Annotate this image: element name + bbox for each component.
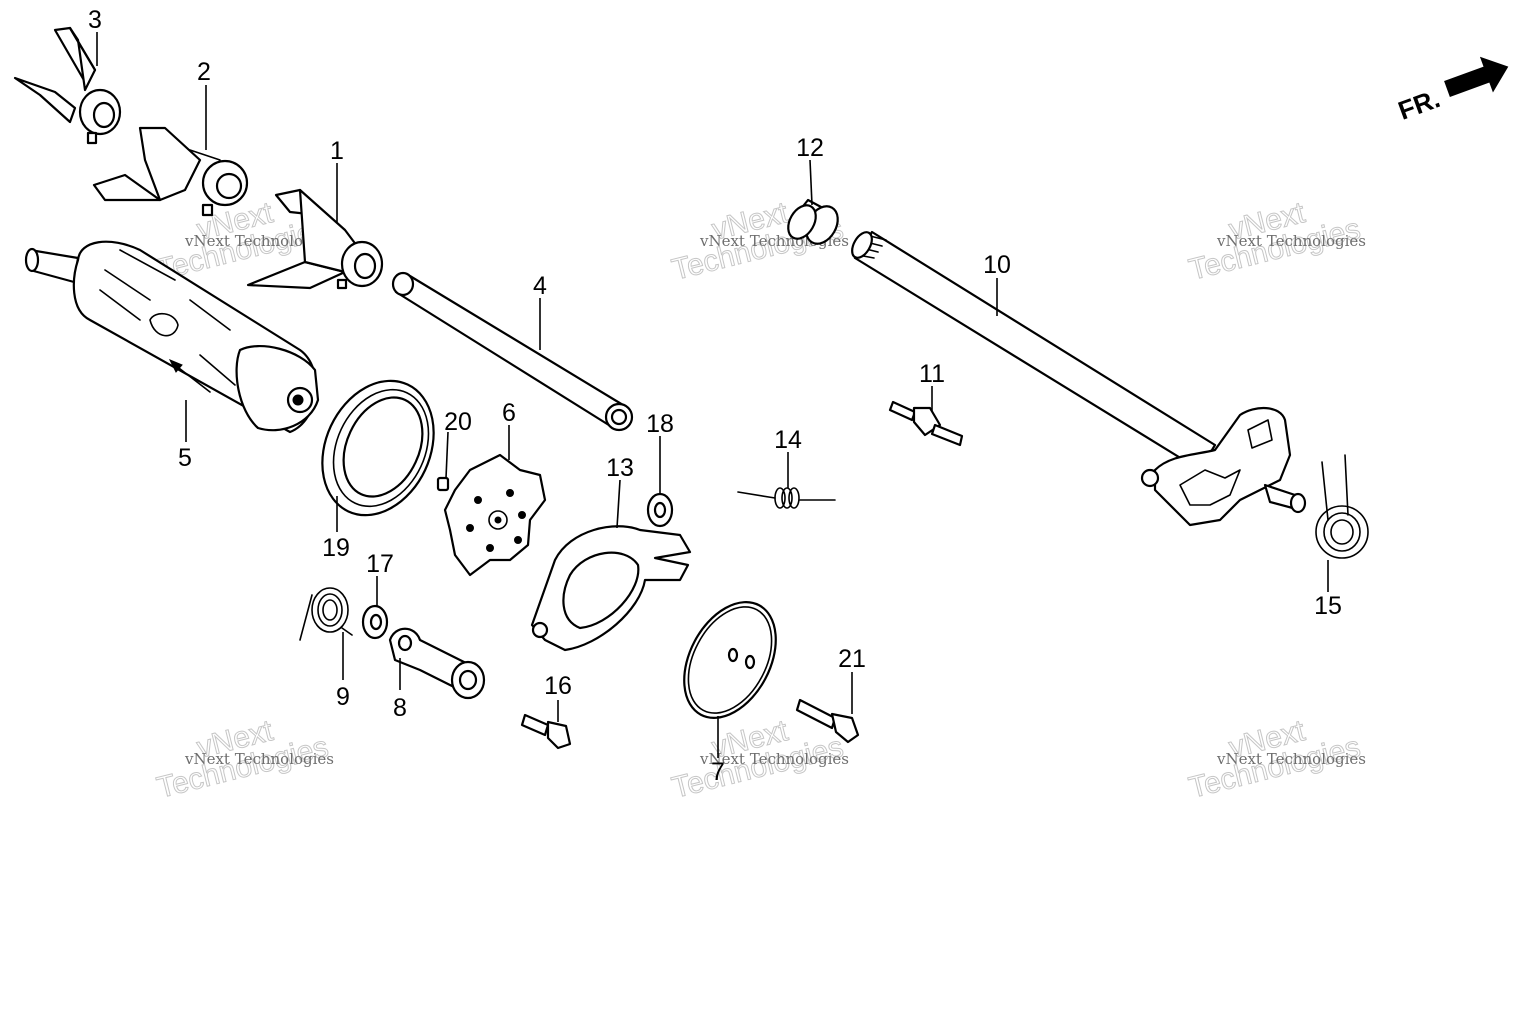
- callout-label-8: 8: [393, 694, 407, 722]
- guide-plate-13: [530, 525, 692, 652]
- fork-shaft-4: [391, 271, 634, 432]
- callout-17: 17: [366, 550, 394, 606]
- front-direction-arrow-icon: [1444, 56, 1509, 97]
- front-direction-label: FR.: [1394, 83, 1444, 126]
- watermark-text: vNext Technologies: [184, 232, 334, 250]
- stopper-arm-8: [388, 627, 486, 700]
- collar-17: [361, 604, 389, 640]
- callout-label-7: 7: [711, 758, 725, 786]
- callout-14: 14: [774, 426, 802, 488]
- bolt-21: [795, 698, 860, 744]
- gasket-7: [683, 601, 777, 719]
- callout-label-18: 18: [646, 410, 674, 438]
- callout-7: 7: [711, 716, 725, 786]
- bearing-19: [321, 379, 435, 517]
- callout-4: 4: [533, 272, 547, 350]
- callout-13: 13: [606, 454, 634, 529]
- callout-20: 20: [444, 408, 472, 479]
- callout-18: 18: [646, 410, 674, 494]
- callout-1: 1: [330, 137, 344, 222]
- callout-label-16: 16: [544, 672, 572, 700]
- callout-11: 11: [919, 360, 945, 412]
- callout-label-15: 15: [1314, 592, 1342, 620]
- callout-19: 19: [322, 496, 350, 562]
- washer-18: [646, 492, 674, 528]
- shift-spindle-10: [851, 230, 1307, 527]
- watermark: vNext Technologies vNext Technologies: [153, 714, 334, 806]
- callout-16: 16: [544, 672, 572, 722]
- callout-label-3: 3: [88, 6, 102, 34]
- callout-label-14: 14: [774, 426, 802, 454]
- watermark: vNext Technologies vNext Technologies: [668, 714, 849, 806]
- spring-9: [299, 587, 353, 641]
- callout-label-20: 20: [444, 408, 472, 436]
- callout-label-4: 4: [533, 272, 547, 300]
- collar-12: [787, 198, 839, 245]
- callout-21: 21: [838, 645, 866, 714]
- bolt-11: [888, 400, 964, 447]
- callout-12: 12: [796, 134, 824, 206]
- callout-label-2: 2: [197, 58, 211, 86]
- shift-fork-1: [246, 188, 384, 290]
- callout-label-10: 10: [983, 251, 1011, 279]
- callout-label-6: 6: [502, 399, 516, 427]
- watermark-text: vNext Technologies: [1216, 750, 1366, 768]
- callout-label-17: 17: [366, 550, 394, 578]
- callout-label-19: 19: [322, 534, 350, 562]
- watermark: vNext Technologies vNext Technologies: [1185, 714, 1366, 806]
- callout-2: 2: [197, 58, 211, 150]
- callout-label-5: 5: [178, 444, 192, 472]
- front-direction-indicator: FR.: [1394, 56, 1509, 126]
- callout-6: 6: [502, 399, 516, 460]
- callout-3: 3: [88, 6, 102, 66]
- shift-fork-3: [13, 26, 122, 145]
- watermark: vNext Technologies vNext Technologies: [1185, 196, 1366, 288]
- pin-20: [436, 476, 450, 492]
- spring-15: [1315, 454, 1369, 559]
- watermark-text: vNext Technologies: [1216, 232, 1366, 250]
- watermark-text: vNext Technologies: [699, 750, 849, 768]
- watermark-text: vNext Technologies: [184, 750, 334, 768]
- callout-label-21: 21: [838, 645, 866, 673]
- callout-9: 9: [336, 632, 350, 711]
- callout-8: 8: [393, 658, 407, 722]
- callout-label-13: 13: [606, 454, 634, 482]
- callout-label-9: 9: [336, 683, 350, 711]
- callout-5: 5: [178, 400, 192, 472]
- drum-center-6: [443, 453, 547, 577]
- bolt-16: [520, 713, 572, 750]
- spring-14: [737, 487, 836, 509]
- callout-10: 10: [983, 251, 1011, 316]
- shift-drum-5: [24, 240, 320, 434]
- callout-15: 15: [1314, 560, 1342, 620]
- shift-fork-2: [92, 126, 249, 217]
- callout-label-1: 1: [330, 137, 344, 165]
- callout-label-11: 11: [919, 360, 945, 388]
- callout-label-12: 12: [796, 134, 824, 162]
